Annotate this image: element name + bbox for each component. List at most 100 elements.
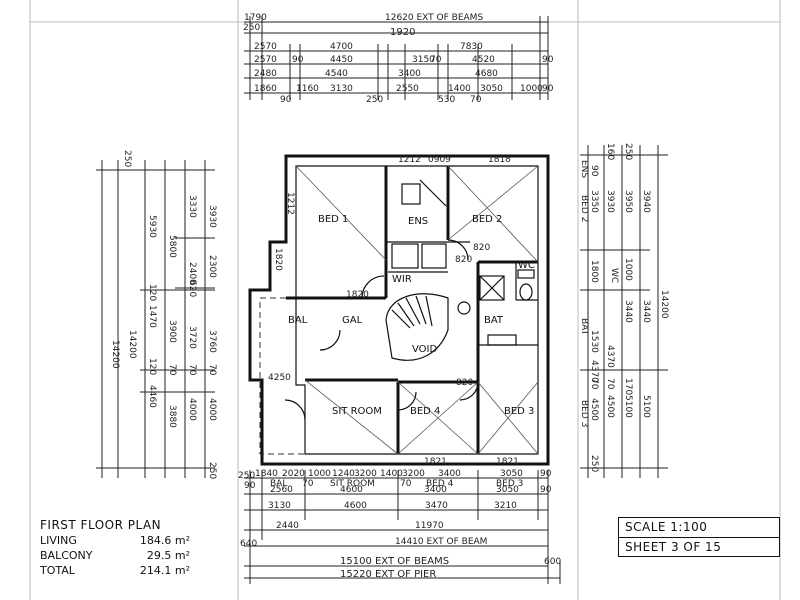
right-dim-small: 90 (589, 165, 599, 177)
left-dim-label: 3760 (207, 330, 217, 353)
top-dim-label: 1920 (390, 27, 415, 38)
left-dim-label: 4000 (207, 398, 217, 421)
top-dim-small: 1160 (296, 84, 319, 94)
top-dim-label: 4520 (472, 55, 495, 65)
scale-text: SCALE 1:100 (625, 520, 708, 534)
top-dimension-chain: 1790 12620 EXT OF BEAMS 1920 2570 4700 7… (243, 13, 554, 105)
interior-dim: 1820 (346, 290, 369, 300)
top-dim-label: 2480 (254, 69, 277, 79)
room-diagonals (295, 165, 539, 455)
bottom-dim-small: 600 (544, 557, 561, 567)
stair-treads (391, 295, 433, 329)
right-dim-room: BAT (579, 318, 589, 336)
right-dim-small: 70 (589, 378, 599, 390)
living-value: 184.6 m² (139, 534, 190, 547)
top-dim-small: 90 (292, 55, 304, 65)
room-label-bed2: BED 2 (472, 214, 502, 225)
balcony-outline (259, 297, 305, 455)
bottom-dim-label: 1400 (380, 469, 403, 479)
bottom-dim-label: 3400 (438, 469, 461, 479)
bottom-dim-small: 90 (540, 485, 552, 495)
right-dim-label: 14200 (659, 290, 669, 319)
right-dim-label: 3950 (623, 190, 633, 213)
balcony-value: 29.5 m² (146, 549, 190, 562)
left-dim-label: 5800 (167, 235, 177, 258)
left-dim-label: 14200 (127, 330, 137, 359)
bottom-ticks (249, 470, 561, 584)
outer-wall (248, 154, 550, 466)
top-dim-label: 4680 (475, 69, 498, 79)
bottom-dim-label: 2560 (270, 485, 293, 495)
top-dim-label: 4540 (325, 69, 348, 79)
bottom-dim-label: 1840 (255, 469, 278, 479)
bottom-dim-room: BED 3 (496, 479, 523, 489)
left-dim-small: 120 (147, 358, 157, 375)
left-dim-label: 3330 (187, 195, 197, 218)
top-dim-label: 4700 (330, 42, 353, 52)
top-dim-small: 1000 (520, 84, 543, 94)
room-label-bed1: BED 1 (318, 214, 348, 225)
top-dim-label: 1860 (254, 84, 277, 94)
plan-title: FIRST FLOOR PLAN (40, 518, 162, 532)
room-label-gal: GAL (342, 315, 363, 326)
top-dim-small: 70 (430, 55, 442, 65)
left-dim-label: 1470 (147, 305, 157, 328)
room-label-bed3: BED 3 (504, 406, 534, 417)
bottom-dim-label: 3200 (354, 469, 377, 479)
right-dim-small: 70 (605, 378, 615, 390)
interior-dim: 820 (473, 243, 490, 253)
interior-dim: 820 (455, 255, 472, 265)
total-row: TOTAL 214.1 m² (40, 563, 190, 578)
right-dim-label: 5100 (641, 395, 651, 418)
balcony-label: BALCONY (40, 549, 93, 562)
right-dim-label: 3930 (605, 190, 615, 213)
right-dim-label: 1530 (589, 330, 599, 353)
room-label-bed4: BED 4 (410, 406, 440, 417)
bottom-dim-small: 90 (540, 469, 552, 479)
top-dim-label: 3150 (412, 55, 435, 65)
top-dim-small: 90 (280, 95, 292, 105)
right-dim-small: 160 (605, 143, 615, 160)
interior-dim: 1821 (496, 457, 519, 467)
top-dim-label: 3400 (398, 69, 421, 79)
bottom-dim-label: 15220 EXT OF PIER (340, 569, 436, 580)
total-value: 214.1 m² (139, 564, 190, 577)
left-dim-small: 70 (167, 364, 177, 376)
right-dim-label: 4500 (605, 395, 615, 418)
room-label-ens: ENS (408, 216, 428, 227)
bottom-dim-label: 3050 (496, 485, 519, 495)
top-ticks (249, 16, 549, 100)
stair-void (385, 293, 449, 361)
top-dim-label: 1790 (244, 13, 267, 23)
right-dim-label: 4370 (605, 345, 615, 368)
left-dim-small: 620 (187, 280, 197, 297)
top-dim-label: 2570 (254, 42, 277, 52)
room-label-bat: BAT (484, 315, 504, 326)
right-dim-label: 3350 (589, 190, 599, 213)
top-dim-label: 1400 (448, 84, 471, 94)
left-dim-label: 14200 (110, 340, 120, 369)
living-label: LIVING (40, 534, 77, 547)
right-dim-small: 170 (623, 378, 633, 395)
left-dim-label: 2300 (207, 255, 217, 278)
bottom-dim-label: 1000 (308, 469, 331, 479)
bottom-dim-label: 4600 (344, 501, 367, 511)
left-dim-small: 120 (147, 284, 157, 301)
bottom-dim-label: 2440 (276, 521, 299, 531)
balcony-row: BALCONY 29.5 m² (40, 548, 190, 563)
interior-dim: 1212 (398, 155, 421, 165)
top-dim-label: 2570 (254, 55, 277, 65)
interior-dim: 4250 (268, 373, 291, 383)
right-dim-small: 1000 (623, 258, 633, 281)
left-dim-small: 70 (207, 364, 217, 376)
right-dim-label: 5100 (623, 395, 633, 418)
right-dimension-chain: 14200 3950 5100 3930 3440 5100 3350 1800… (579, 143, 669, 478)
left-dim-small: 250 (207, 462, 217, 479)
bottom-dim-small: 70 (302, 479, 314, 489)
interior-dim: 1821 (424, 457, 447, 467)
right-dim-room: BED 3 (579, 400, 589, 427)
bottom-dim-small: 640 (240, 539, 257, 549)
top-dim-label: 4450 (330, 55, 353, 65)
bottom-dim-small: 70 (400, 479, 412, 489)
floor-plan: BED 1 ENS BED 2 WIR WC BAL GAL BAT VOID … (248, 154, 550, 467)
